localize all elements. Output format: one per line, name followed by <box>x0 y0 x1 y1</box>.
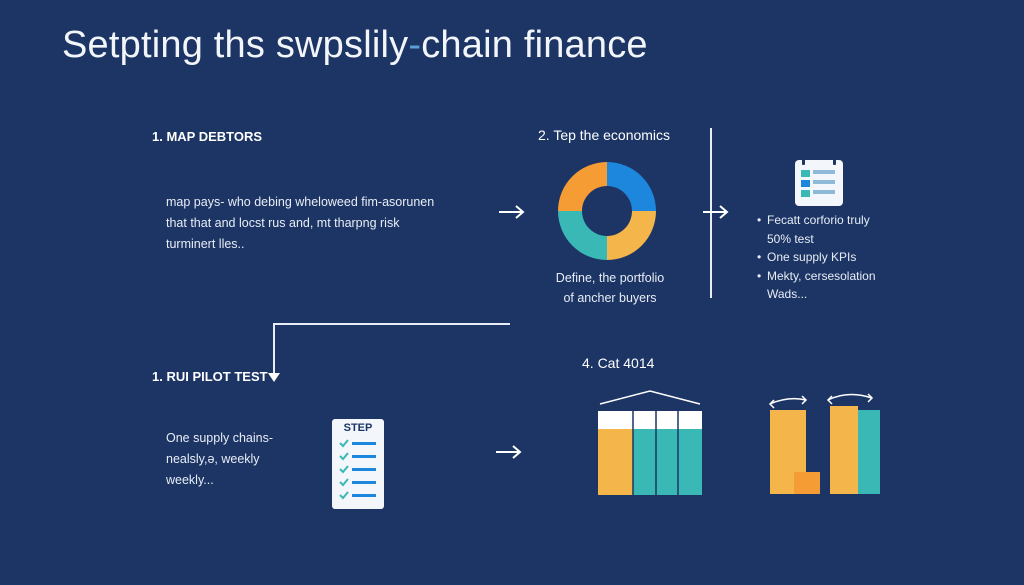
step3-bullets: • Fecatt corforio truly 50% test • One sup… <box>757 211 876 304</box>
page-title: Setpting ths swpslily-chain finance <box>62 24 648 67</box>
bar-table-icon <box>598 390 702 495</box>
list-item: Wads... <box>757 285 876 304</box>
title-part-2: chain finance <box>421 24 648 66</box>
checklist-label: STEP <box>343 422 373 434</box>
step1-line: map pays- who debing wheloweed fim-asoru… <box>166 195 435 209</box>
bullet: • <box>757 268 762 283</box>
title-hyphen: - <box>408 24 422 66</box>
bullet: • <box>757 250 762 264</box>
connector-arrow-icon <box>268 323 510 382</box>
list-item: • Fecatt corforio truly <box>757 211 876 230</box>
list-item-text: One supply KPIs <box>767 250 857 264</box>
checklist-rows <box>339 439 376 500</box>
bullet: • <box>757 213 762 227</box>
step4-description: One supply chains- nealsly,ə, weekly wee… <box>166 428 273 491</box>
step1-description: map pays- who debing wheloweed fim-asoru… <box>166 192 434 255</box>
step1-heading: 1. MAP DEBTORS <box>152 129 263 144</box>
list-item: 50% test <box>757 230 876 249</box>
step4-line: nealsly,ə, weekly <box>166 452 260 466</box>
donut-chart <box>558 162 656 260</box>
list-item-text: 50% test <box>767 231 814 246</box>
step2-caption: Define, the portfolio of ancher buyers <box>540 268 680 308</box>
list-item: • One supply KPIs <box>757 248 876 267</box>
bullet <box>757 230 767 249</box>
donut-slice-teal <box>558 211 607 260</box>
step4-line: weekly... <box>166 473 214 487</box>
arrow-right-icon <box>499 205 525 219</box>
donut-slice-orange <box>558 162 607 211</box>
bar-chart-icon <box>768 393 880 494</box>
list-item-text: Mekty, cersesolation <box>767 268 876 283</box>
list-item-text: Wads... <box>767 287 808 301</box>
list-item: • Mekty, cersesolation <box>757 267 876 286</box>
donut-slice-blue <box>607 162 656 211</box>
step1-line: turminert lles.. <box>166 237 245 251</box>
step4-line: One supply chains- <box>166 431 274 445</box>
step4-heading: 1. RUI PILOT TEST <box>152 369 268 384</box>
arrow-right-icon <box>496 445 522 459</box>
step1-line: that that and locst rus and, mt tharpng … <box>166 216 400 230</box>
arrow-right-icon <box>703 205 729 219</box>
list-item-text: Fecatt corforio truly <box>767 213 870 227</box>
step2-caption-line: of ancher buyers <box>563 291 657 305</box>
step2-heading: 2. Tep the economics <box>538 127 671 143</box>
step2-caption-line: Define, the portfolio <box>555 271 665 285</box>
checklist-icon: STEP <box>332 419 384 509</box>
calendar-icon <box>795 157 843 206</box>
bullet <box>757 285 767 304</box>
title-part-1: Setpting ths swpslily <box>62 24 409 66</box>
donut-slice-yellow <box>607 211 656 260</box>
step5-heading: 4. Cat 4014 <box>582 355 655 371</box>
